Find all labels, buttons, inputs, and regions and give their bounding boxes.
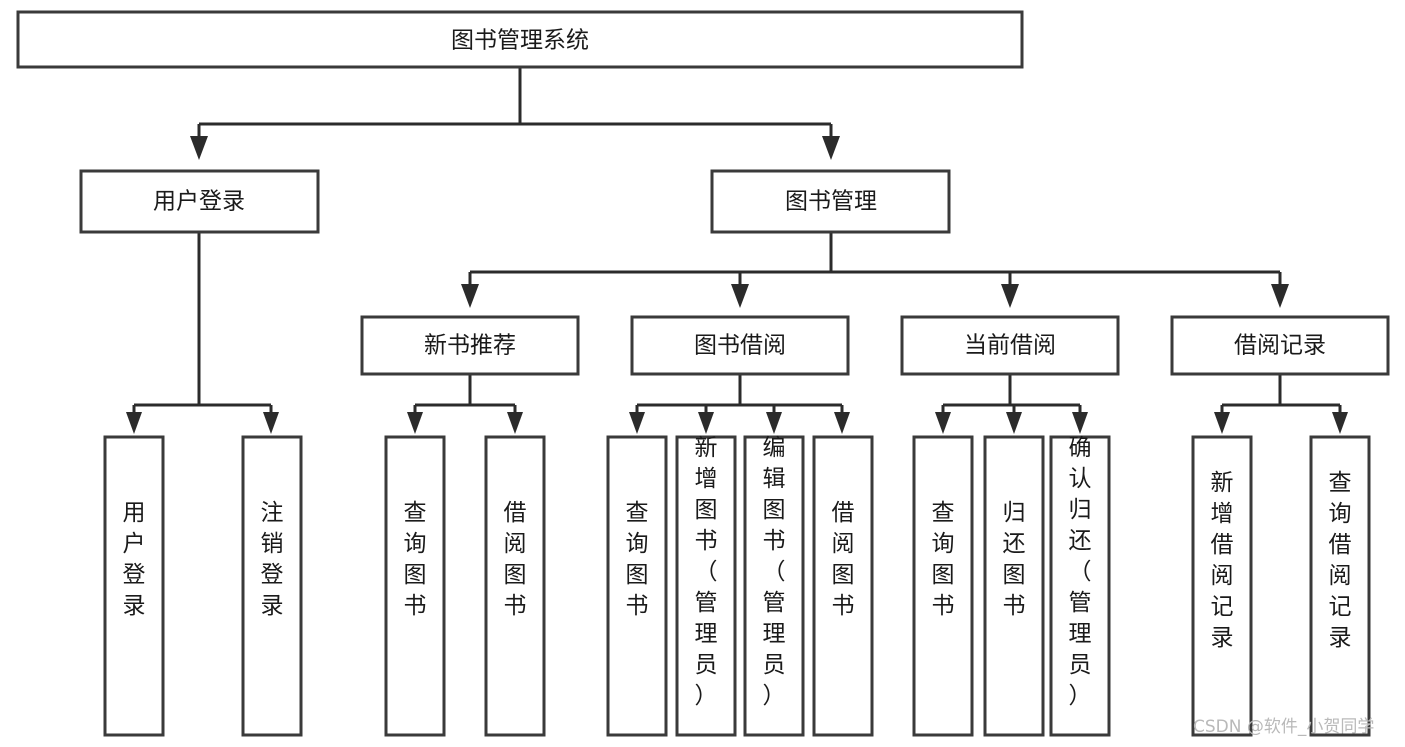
connector-group-new-book-leaves: [407, 374, 523, 434]
connector-group-root: [190, 67, 840, 160]
arrow-head-leaf-book-borrow-3: [834, 412, 850, 434]
leaf-node-book-borrow-3[interactable]: 借阅图书: [812, 435, 874, 737]
node-borrow-record-label: 借阅记录: [1234, 333, 1326, 359]
leaf-label-current-borrow-1: 归还图书: [1003, 500, 1026, 619]
leaf-node-user-login-0[interactable]: 用户登录: [103, 435, 165, 737]
arrow-head-leaf-borrow-record-0: [1214, 412, 1230, 434]
node-book-borrow-label: 图书借阅: [694, 333, 786, 359]
leaf-label-new-book-0: 查询图书: [404, 500, 427, 619]
leaf-node-new-book-0[interactable]: 查询图书: [384, 435, 446, 737]
leaf-label-new-book-1: 借阅图书: [504, 500, 527, 619]
csdn-watermark: CSDN @软件_小贺同学: [1193, 717, 1374, 737]
leaf-label-book-borrow-1: 新增图书（管理员）: [695, 435, 718, 709]
arrow-head-new-book: [461, 284, 479, 308]
node-current-borrow[interactable]: 当前借阅: [900, 315, 1120, 376]
leaf-box-book-borrow-1: [675, 435, 737, 737]
leaf-box-new-book-1: [484, 435, 546, 737]
leaf-node-new-book-1[interactable]: 借阅图书: [484, 435, 546, 737]
arrow-head-leaf-user-login-0: [126, 412, 142, 434]
arrow-head-book-mgmt: [822, 136, 840, 160]
leaf-label-user-login-0: 用户登录: [123, 500, 146, 619]
leaf-box-user-login-1: [241, 435, 303, 737]
node-user-login-box: [79, 169, 320, 234]
node-current-borrow-box: [900, 315, 1120, 376]
node-root-label: 图书管理系统: [451, 28, 589, 54]
arrow-head-leaf-current-borrow-0: [935, 412, 951, 434]
leaf-node-current-borrow-0[interactable]: 查询图书: [912, 435, 974, 737]
node-book-borrow-box: [630, 315, 850, 376]
node-current-borrow-label: 当前借阅: [964, 333, 1056, 359]
leaf-node-current-borrow-2[interactable]: 确认归还（管理员）: [1049, 435, 1111, 737]
connector-group-book-mgmt: [461, 232, 1289, 308]
leaf-box-new-book-0: [384, 435, 446, 737]
leaf-box-borrow-record-0: [1191, 435, 1253, 737]
arrow-head-leaf-current-borrow-2: [1072, 412, 1088, 434]
leaf-box-book-borrow-3: [812, 435, 874, 737]
arrow-head-leaf-current-borrow-1: [1006, 412, 1022, 434]
arrow-head-borrow-record: [1271, 284, 1289, 308]
leaf-box-user-login-0: [103, 435, 165, 737]
leaf-node-borrow-record-1[interactable]: 查询借阅记录: [1309, 435, 1371, 737]
connector-group-borrow-record-leaves: [1214, 374, 1348, 434]
leaf-box-book-borrow-2: [743, 435, 805, 737]
leaf-node-book-borrow-2[interactable]: 编辑图书（管理员）: [743, 435, 805, 737]
leaf-label-current-borrow-0: 查询图书: [932, 500, 955, 619]
leaf-label-borrow-record-1: 查询借阅记录: [1329, 470, 1352, 651]
node-new-book-recommend[interactable]: 新书推荐: [360, 315, 580, 376]
leaf-label-book-borrow-3: 借阅图书: [832, 500, 855, 619]
leaf-box-current-borrow-2: [1049, 435, 1111, 737]
node-root-book-management-system[interactable]: 图书管理系统: [16, 10, 1024, 69]
node-book-borrow[interactable]: 图书借阅: [630, 315, 850, 376]
arrow-head-leaf-book-borrow-2: [766, 412, 782, 434]
leaf-label-book-borrow-2: 编辑图书（管理员）: [763, 435, 786, 709]
leaf-label-current-borrow-2: 确认归还（管理员）: [1069, 435, 1092, 709]
node-user-login-label: 用户登录: [153, 189, 245, 215]
arrow-head-leaf-new-book-0: [407, 412, 423, 434]
leaf-label-borrow-record-0: 新增借阅记录: [1211, 470, 1234, 651]
connector-group-book-borrow-leaves: [629, 374, 850, 434]
arrow-head-book-borrow: [731, 284, 749, 308]
arrow-head-leaf-borrow-record-1: [1332, 412, 1348, 434]
arrow-head-leaf-new-book-1: [507, 412, 523, 434]
arrow-head-user-login: [190, 136, 208, 160]
connector-group-current-borrow-leaves: [935, 374, 1088, 434]
leaf-label-book-borrow-0: 查询图书: [626, 500, 649, 619]
leaf-node-borrow-record-0[interactable]: 新增借阅记录: [1191, 435, 1253, 737]
arrow-head-current-borrow: [1001, 284, 1019, 308]
node-borrow-record-box: [1170, 315, 1390, 376]
leaf-box-book-borrow-0: [606, 435, 668, 737]
arrow-head-leaf-book-borrow-1: [698, 412, 714, 434]
node-borrow-record[interactable]: 借阅记录: [1170, 315, 1390, 376]
leaf-box-current-borrow-0: [912, 435, 974, 737]
node-book-management-label: 图书管理: [785, 189, 877, 215]
node-root-box: [16, 10, 1024, 69]
leaf-box-current-borrow-1: [983, 435, 1045, 737]
node-new-book-recommend-label: 新书推荐: [424, 333, 516, 359]
node-book-management[interactable]: 图书管理: [710, 169, 951, 234]
leaf-label-user-login-1: 注销登录: [261, 500, 284, 619]
leaf-node-book-borrow-1[interactable]: 新增图书（管理员）: [675, 435, 737, 737]
leaf-node-book-borrow-0[interactable]: 查询图书: [606, 435, 668, 737]
node-user-login[interactable]: 用户登录: [79, 169, 320, 234]
leaf-node-current-borrow-1[interactable]: 归还图书: [983, 435, 1045, 737]
arrow-head-leaf-user-login-1: [263, 412, 279, 434]
leaf-box-borrow-record-1: [1309, 435, 1371, 737]
node-book-management-box: [710, 169, 951, 234]
leaf-node-user-login-1[interactable]: 注销登录: [241, 435, 303, 737]
arrow-head-leaf-book-borrow-0: [629, 412, 645, 434]
node-new-book-recommend-box: [360, 315, 580, 376]
connector-group-user-login-leaves: [126, 232, 279, 434]
